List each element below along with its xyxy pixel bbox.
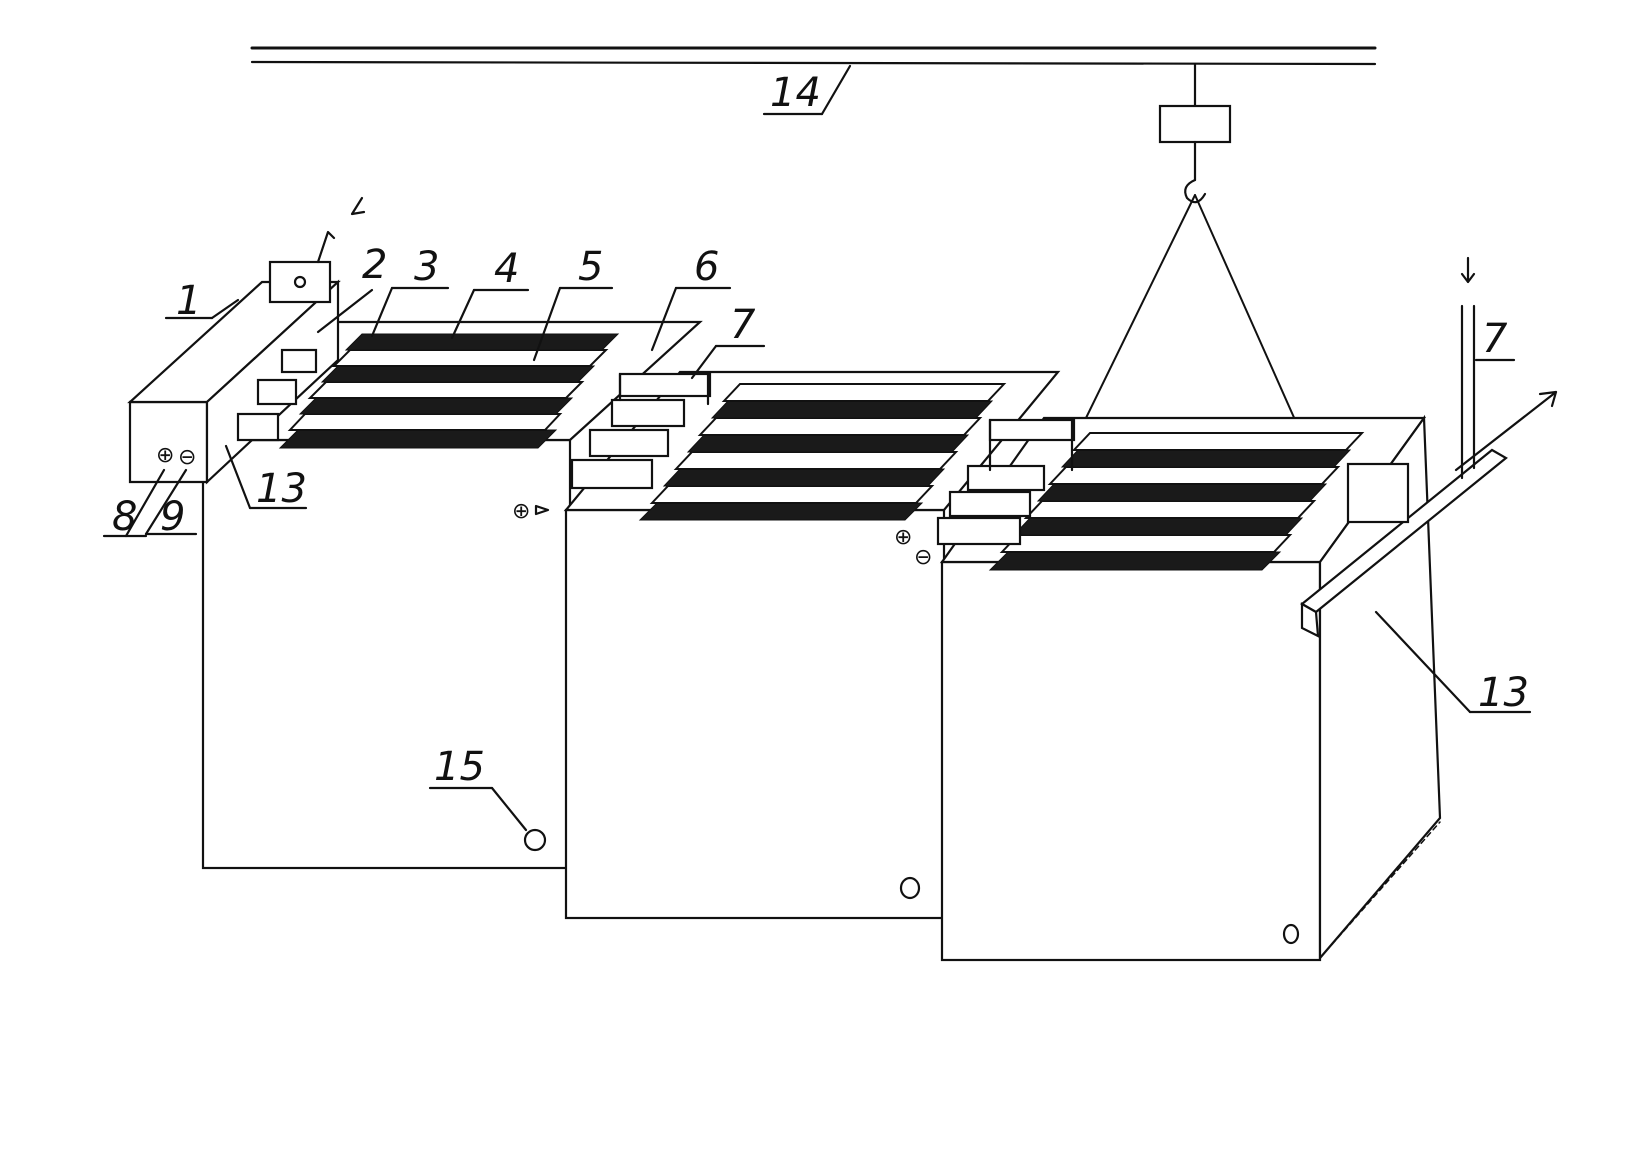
negative-terminal-label: ⊖ [178,445,196,470]
callout-14: 14 [770,70,821,116]
electrolysis-tank-3: ⊕ ⊖ [894,256,1558,962]
callout-2: 2 [362,242,387,288]
hoist-crane [1084,62,1313,459]
callout-7-right: 7 [1482,316,1508,362]
electrolysis-tank-1: ⊕ ⊖ [127,196,703,870]
positive-terminal-label: ⊕ [156,443,174,468]
callout-labels: 1 2 3 4 5 6 7 7 8 9 13 13 14 15 [112,70,1529,790]
callout-6: 6 [694,244,719,290]
positive-terminal-label: ⊕ [894,525,912,550]
callout-leaders [102,64,1532,832]
negative-terminal-label: ⊖ [914,545,932,570]
callout-13-right: 13 [1478,670,1529,716]
callout-3: 3 [414,244,439,290]
callout-4: 4 [494,246,519,292]
callout-15: 15 [434,744,485,790]
electrolysis-tank-2: ⊕ [512,370,1061,920]
callout-7-upper: 7 [730,302,756,348]
overhead-rail [250,46,1377,66]
callout-8: 8 [112,494,137,540]
callout-9: 9 [160,494,185,540]
callout-13-left: 13 [256,466,307,512]
positive-terminal-label: ⊕ [512,499,530,524]
callout-5: 5 [578,244,603,290]
callout-1: 1 [176,278,201,324]
